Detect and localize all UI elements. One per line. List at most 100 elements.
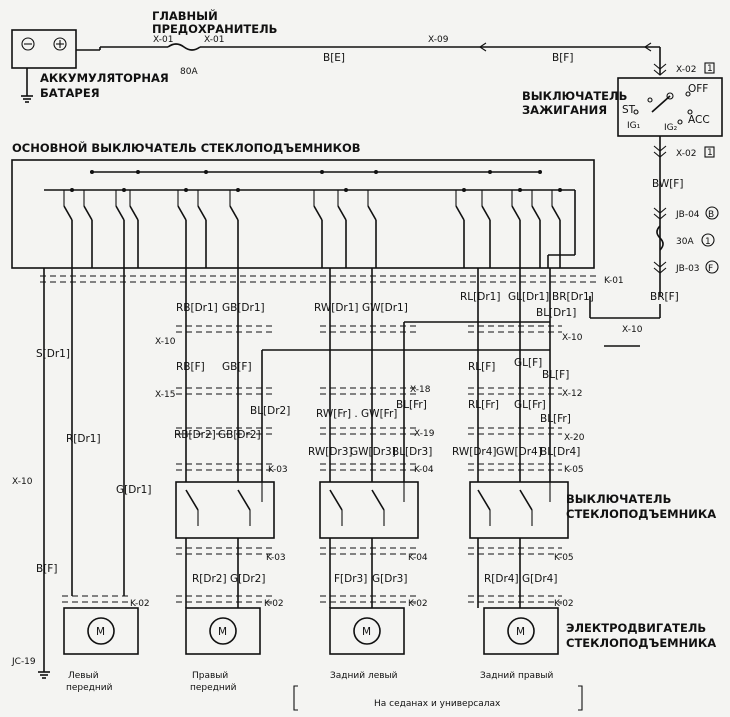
wire-gb-dr2: GB[Dr2] [218,429,261,441]
wire-f-dr3: F[Dr3] [334,573,367,585]
connector-jc19: JC-19 [11,657,36,667]
window-motor-box [329,607,405,655]
connector-x10-rr: X-10 [562,333,583,343]
connector-k02-fr: K-02 [264,599,284,609]
window-switch-box [319,481,419,539]
wire-r-dr2: R[Dr2] [192,573,227,585]
connector-k04-top: K-04 [414,465,434,475]
wire-g-dr4: G[Dr4] [522,573,557,585]
main-power-line: ГЛАВНЫЙ ПРЕДОХРАНИТЕЛЬ X-01 X-01 80A B[E… [100,8,661,77]
connector-x20: X-20 [564,433,585,443]
connector-jb03: JB-03 [675,264,700,274]
door-circuit-front-left: M [62,595,139,655]
wire-bf-top: B[F] [552,52,573,64]
door-fl-line1: Левый [68,671,99,681]
main-switch-contact [551,188,562,268]
main-fuse-label-line2: ПРЕДОХРАНИТЕЛЬ [152,22,277,36]
rear-right-labels: RL[Dr1] GL[Dr1] BR[Dr1] BL[Dr1] X-10 RL[… [452,291,594,585]
main-switch-contact [367,170,378,268]
wire-rw-gw-fr: RW[Fr] . GW[Fr] [316,408,397,420]
window-motor-box [63,607,139,655]
connector-x10-fr: X-10 [155,337,176,347]
wire-brf: BR[F] [650,291,679,303]
connector-x10-left: X-10 [12,477,33,487]
wire-rb-dr2: RB[Dr2] [174,429,216,441]
left-wires: S[Dr1] R[Dr1] G[Dr1] X-10 B[F] JC-19 [11,268,151,679]
ign-st: ST [622,104,636,116]
connector-x02-bottom: X-02 [676,149,696,159]
connector-x19: X-19 [414,429,435,439]
wire-bl-dr3: BL[Dr3] [392,446,432,458]
ignition-label-line1: ВЫКЛЮЧАТЕЛЬ [522,89,627,103]
door-rl: Задний левый [330,671,398,681]
wire-bl-fr-b: BL[Fr] [540,413,571,425]
connector-k03-top: K-03 [268,465,288,475]
main-switch-contact [229,188,240,268]
wire-rl-f: RL[F] [468,361,495,373]
ignition-label-line2: ЗАЖИГАНИЯ [522,103,607,117]
wire-rw-dr4: RW[Dr4] [452,446,497,458]
motor-symbol: M [362,626,371,638]
wire-rb-f: RB[F] [176,361,205,373]
connector-square-bottom: 1 [707,148,713,158]
jb03-circle: F [708,264,713,274]
main-switch-contact [455,188,466,268]
wire-bl-dr2: BL[Dr2] [250,405,290,417]
motor-label-line1: ЭЛЕКТРОДВИГАТЕЛЬ [566,621,706,635]
main-switch-contact [313,170,324,268]
connector-square-top: 1 [707,64,713,74]
main-switch-contact [531,170,542,268]
footnote: На седанах и универсалах [374,699,501,709]
fuse-30a-num: 1 [705,237,711,247]
connector-x10-right: X-10 [622,325,643,335]
main-switch-contact [481,170,492,268]
wire-r-dr1: R[Dr1] [66,433,101,445]
fuse-30a: 30A [676,237,694,247]
cross-wires [261,321,550,400]
connector-x02-top: X-02 [676,65,696,75]
main-switch-contact [337,188,348,268]
wire-g-dr3: G[Dr3] [372,573,407,585]
door-circuit: M [319,268,419,655]
main-window-switch: ОСНОВНОЙ ВЫКЛЮЧАТЕЛЬ СТЕКЛОПОДЪЕМНИКОВ [11,140,595,269]
wire-bl-f: BL[F] [542,369,569,381]
wire-gb-dr1: GB[Dr1] [222,302,265,314]
door-fl-line2: передний [66,683,113,693]
motor-symbol: M [516,626,525,638]
rear-left-labels: RW[Dr1] GW[Dr1] X-18 BL[Fr] RW[Fr] . GW[… [308,302,435,585]
window-switch-label-line2: СТЕКЛОПОДЪЕМНИКА [566,507,716,521]
door-fr-line2: передний [190,683,237,693]
door-circuit: M [175,268,275,655]
connector-k05-bottom: K-05 [554,553,574,563]
main-fuse-rating: 80A [180,67,198,77]
wire-b-f: B[F] [36,563,57,575]
wire-bl-dr1: BL[Dr1] [536,307,576,319]
battery-label-line1: АККУМУЛЯТОРНАЯ [40,71,169,85]
connector-k01: K-01 [604,276,624,286]
connector-x12: X-12 [562,389,582,399]
connector-k05-top: K-05 [564,465,584,475]
wire-bl-dr4: BL[Dr4] [540,446,580,458]
wire-bwf: BW[F] [652,178,683,190]
wire-gl-dr1: GL[Dr1] [508,291,549,303]
wire-r-dr4: R[Dr4] [484,573,519,585]
wire-rl-dr1: RL[Dr1] [460,291,500,303]
connector-x01-right: X-01 [204,35,224,45]
main-switch-contact [197,170,208,268]
main-fuse-label-line1: ГЛАВНЫЙ [152,8,218,23]
wire-g-dr1: G[Dr1] [116,484,151,496]
ign-off: OFF [688,83,708,95]
connector-k02-fl: K-02 [130,599,150,609]
connector-k02-rr: K-02 [554,599,574,609]
window-switch-box [469,481,569,539]
wire-rl-fr: RL[Fr] [468,399,499,411]
connector-k04-bottom: K-04 [408,553,428,563]
main-switch-contact [83,170,94,268]
wire-g-dr2: G[Dr2] [230,573,265,585]
wire-bl-fr-a: BL[Fr] [396,399,427,411]
wire-gl-f: GL[F] [514,357,542,369]
motor-label-line2: СТЕКЛОПОДЪЕМНИКА [566,636,716,650]
connector-jb04: JB-04 [675,210,700,220]
